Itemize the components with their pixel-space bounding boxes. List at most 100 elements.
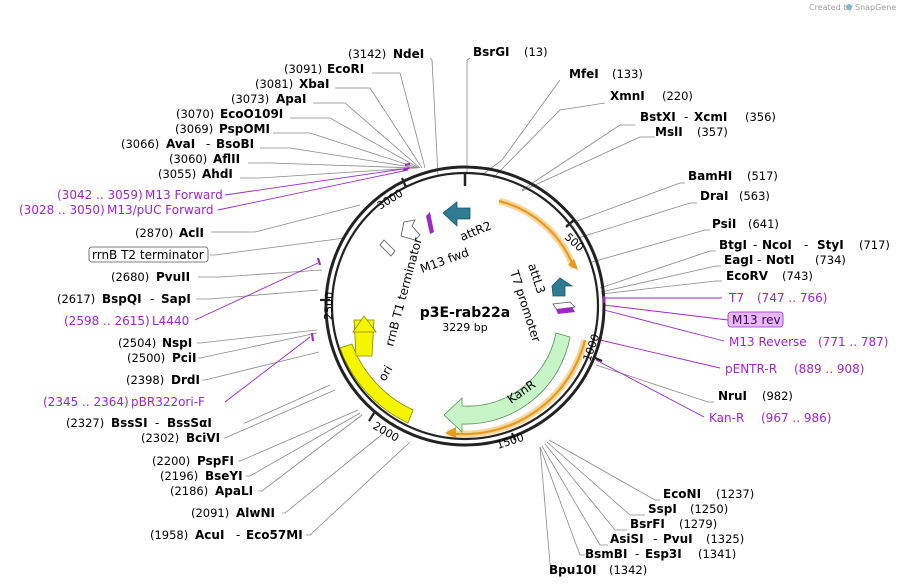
svg-text:-: - xyxy=(757,253,761,267)
attL3-label: attL3 xyxy=(525,262,548,296)
site-name: AlwNI xyxy=(236,506,275,520)
site-name: MfeI xyxy=(569,67,599,81)
primer-pos: (747 .. 766) xyxy=(757,291,827,305)
site-pos: (220) xyxy=(662,89,693,103)
site-name: XbaI xyxy=(299,77,329,91)
site-name: XcmI xyxy=(694,110,727,124)
site-name: BsrGI xyxy=(473,45,510,59)
site-pos: (2870) xyxy=(135,226,173,240)
ori-label: ori xyxy=(375,363,395,384)
site-pos: (743) xyxy=(782,269,813,283)
site-name: PvuI xyxy=(663,532,693,546)
ori-arc xyxy=(339,343,414,424)
svg-text:-: - xyxy=(150,292,154,306)
site-pos: (2500) xyxy=(127,351,165,365)
left-enzyme-labels: (3142) NdeI (3091) EcoRI (3081) XbaI (30… xyxy=(57,47,424,542)
primer-pos: (889 .. 908) xyxy=(794,362,864,376)
site-pos: (517) xyxy=(747,169,778,183)
attR2-label: attR2 xyxy=(458,219,494,244)
orf-arc-top-halo xyxy=(498,197,578,270)
site-pos: (563) xyxy=(739,189,770,203)
right-primer-labels: T7 (747 .. 766) M13 rev M13 Reverse (771… xyxy=(709,291,888,425)
site-pos: (3091) xyxy=(284,62,322,76)
site-pos: (2327) xyxy=(66,416,104,430)
primer-marks xyxy=(310,162,606,342)
primer-pos: (771 .. 787) xyxy=(818,335,888,349)
site-name: BtgI xyxy=(719,238,747,252)
svg-text:-: - xyxy=(653,532,657,546)
site-name: NdeI xyxy=(393,47,424,61)
primer-name: pENTR-R xyxy=(725,362,777,376)
svg-text:-: - xyxy=(804,238,808,252)
site-name: AcuI xyxy=(195,528,224,542)
m13rev-box xyxy=(727,311,784,328)
site-pos: (13) xyxy=(524,45,548,59)
site-pos: (1342) xyxy=(609,563,647,577)
m13fwd-arrow xyxy=(426,212,434,234)
site-name: PspFI xyxy=(197,454,234,468)
site-pos: (3066) xyxy=(121,137,159,151)
site-name: BamHI xyxy=(688,169,732,183)
orf-arc-bottom xyxy=(446,339,587,436)
site-pos: (3073) xyxy=(231,92,269,106)
site-name: BsmBI xyxy=(585,547,627,561)
site-name: AvaI xyxy=(166,137,195,151)
primer-pos: (2598 .. 2615) xyxy=(64,314,150,328)
site-pos: (734) xyxy=(815,253,846,267)
primer-name: M13 Reverse xyxy=(729,335,807,349)
site-name: BsrFI xyxy=(630,517,665,531)
svg-text:-: - xyxy=(236,528,240,542)
right-leader-lines xyxy=(466,57,722,565)
feature-name: rrnB T2 terminator xyxy=(92,248,204,262)
kanR-arrow xyxy=(443,332,571,433)
site-name: BstXI xyxy=(640,110,676,124)
site-name: BciVI xyxy=(186,431,220,445)
site-name: EcoRV xyxy=(726,269,769,283)
site-pos: (2196) xyxy=(160,469,198,483)
site-name: SapI xyxy=(161,292,191,306)
site-pos: (1237) xyxy=(716,487,754,501)
plasmid-length: 3229 bp xyxy=(442,321,487,334)
site-pos: (2186) xyxy=(170,484,208,498)
ori-head xyxy=(352,315,377,333)
right-primer-lines xyxy=(595,297,729,418)
backbone-outer xyxy=(324,165,606,447)
site-name: AflII xyxy=(213,152,240,166)
site-name: StyI xyxy=(817,238,844,252)
site-name: ApaI xyxy=(276,92,306,106)
m13fwd-label: M13 fwd xyxy=(418,245,471,276)
left-leader-lines xyxy=(196,57,439,536)
site-pos: (1958) xyxy=(150,528,188,542)
rrnB-t2-box xyxy=(88,246,209,263)
site-pos: (2504) xyxy=(118,336,156,350)
site-pos: (133) xyxy=(612,67,643,81)
left-primer-lines xyxy=(194,167,411,403)
rrnB-arrow xyxy=(400,219,421,241)
site-pos: (356) xyxy=(745,110,776,124)
site-name: BspQI xyxy=(102,292,142,306)
svg-text:-: - xyxy=(753,238,757,252)
site-name: NcoI xyxy=(762,238,792,252)
primer-name: M13 Forward xyxy=(145,188,223,202)
site-name: EagI xyxy=(724,253,753,267)
site-name: EcoRI xyxy=(327,62,364,76)
site-pos: (1279) xyxy=(679,517,717,531)
tick-label-2500: 2500 xyxy=(322,292,336,320)
primer-pos: (3028 .. 3050) xyxy=(19,203,105,217)
rrnB-t2-arrow xyxy=(379,239,396,257)
site-pos: (2680) xyxy=(111,270,149,284)
orf-arc-bottom-head xyxy=(445,427,456,438)
primer-name: T7 xyxy=(728,291,744,305)
site-name: PsiI xyxy=(712,217,736,231)
site-pos: (641) xyxy=(748,217,779,231)
svg-text:-: - xyxy=(635,547,639,561)
site-pos: (2398) xyxy=(126,373,164,387)
svg-text:-: - xyxy=(155,416,159,430)
site-pos: (2091) xyxy=(191,506,229,520)
site-pos: (717) xyxy=(859,238,890,252)
site-name: SspI xyxy=(648,502,677,516)
site-name: Esp3I xyxy=(645,547,682,561)
site-name: DraI xyxy=(700,189,728,203)
site-pos: (3081) xyxy=(255,77,293,91)
